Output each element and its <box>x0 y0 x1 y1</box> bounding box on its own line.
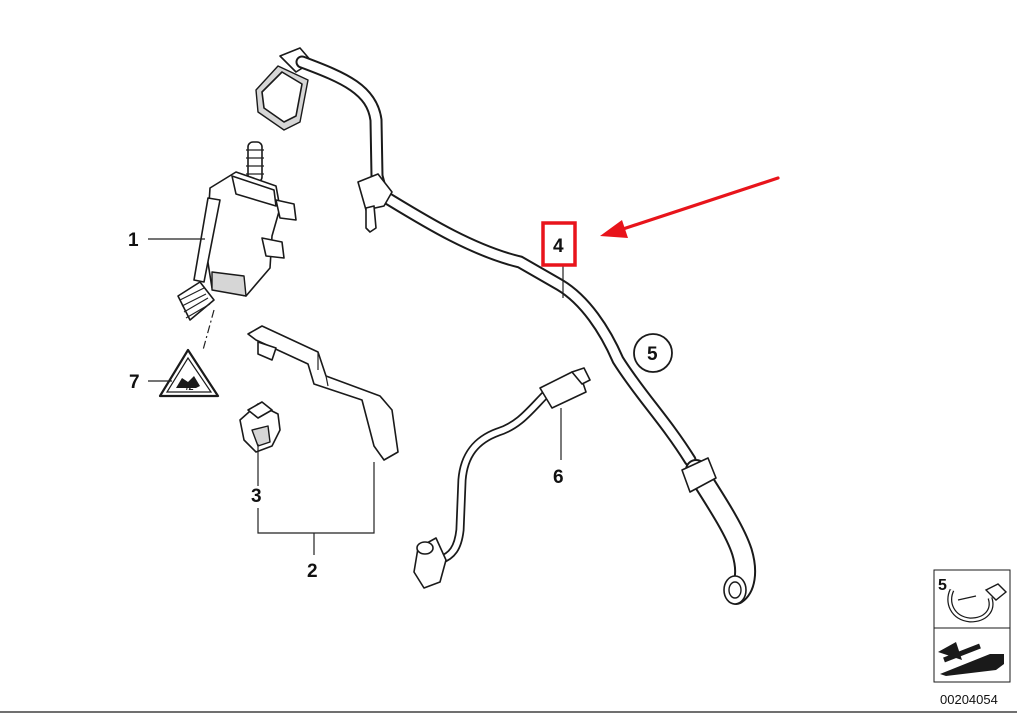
callout-5: 5 <box>647 344 658 365</box>
callout-6: 6 <box>553 467 564 488</box>
callout-7: 7 <box>129 372 140 393</box>
callout-4: 4 <box>553 236 564 257</box>
red-arrow-icon <box>600 176 780 238</box>
hose-part-6 <box>413 367 591 589</box>
warning-label-part-7: /2 <box>158 348 220 398</box>
actuator-part-1 <box>177 141 297 351</box>
leader-lines <box>148 238 564 555</box>
callout-2: 2 <box>307 561 318 582</box>
callout-3: 3 <box>251 486 262 507</box>
callout-4-highlight-box <box>541 221 577 267</box>
wedge-arrow-icon <box>938 642 1004 676</box>
bracket-part-2 <box>247 325 399 461</box>
legend-number: 5 <box>938 577 947 594</box>
callout-5-circle <box>633 333 673 373</box>
clip-icon <box>947 583 1008 623</box>
hose-part-4 <box>255 47 757 605</box>
reference-id: 00204054 <box>940 692 998 707</box>
legend-box: 5 00204054 <box>933 569 1011 707</box>
svg-text:/2: /2 <box>186 382 194 392</box>
callout-1: 1 <box>128 230 139 251</box>
clip-part-3 <box>239 401 281 453</box>
